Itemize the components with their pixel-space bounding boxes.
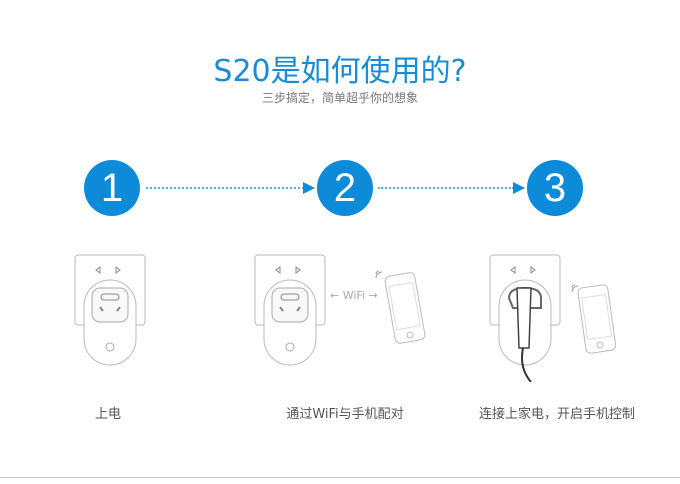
step-1-label: 上电 — [94, 407, 121, 422]
divider — [0, 477, 680, 478]
step-1-badge: 1 — [84, 160, 140, 216]
step-3-label: 连接上家电，开启手机控制 — [478, 407, 635, 422]
step-connector-1 — [146, 187, 304, 189]
plug-with-appliance-icon — [489, 254, 561, 382]
page-title: S20是如何使用的? — [213, 54, 467, 89]
step-3-badge: 3 — [527, 160, 583, 216]
smart-plug-icon — [254, 254, 326, 366]
arrow-right-icon — [513, 182, 525, 194]
arrow-right-icon — [303, 182, 315, 194]
smart-plug-icon — [74, 254, 146, 366]
step-connector-2 — [378, 187, 514, 189]
wifi-text: WiFi — [342, 289, 365, 302]
step-2-badge: 2 — [317, 160, 373, 216]
smartphone-icon — [375, 270, 426, 344]
step-2-label: 通过WiFi与手机配对 — [286, 407, 404, 422]
page-subtitle: 三步搞定，简单超乎你的想象 — [261, 91, 418, 105]
wifi-pairing-label: ← WiFi → — [330, 289, 378, 302]
smartphone-icon — [571, 284, 617, 354]
